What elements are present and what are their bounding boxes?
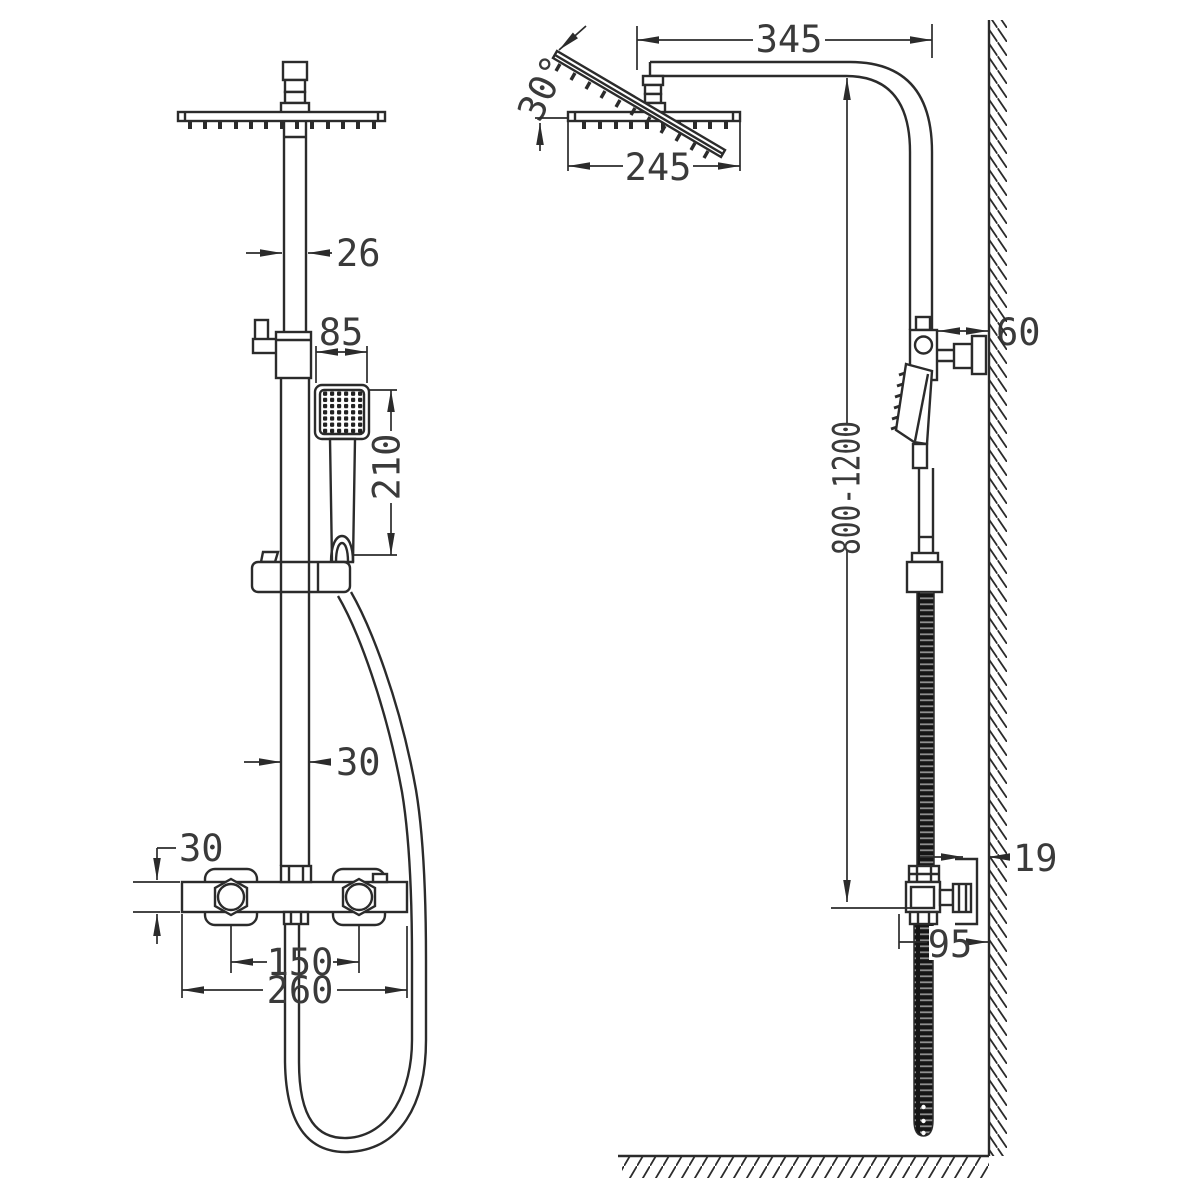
slider-side bbox=[905, 560, 944, 594]
front-hand-shower bbox=[250, 383, 371, 594]
floor-section bbox=[618, 1154, 989, 1178]
handset-spray-face bbox=[322, 391, 364, 434]
wall-elbow-bracket bbox=[955, 857, 979, 926]
side-hose bbox=[913, 591, 935, 1137]
dim-riser-pipe-width: 30 bbox=[244, 741, 381, 784]
bracket-wall-plate bbox=[970, 334, 988, 376]
wall-section bbox=[987, 20, 1007, 1156]
dim-label-245: 245 bbox=[625, 146, 692, 189]
front-overhead-shower bbox=[176, 60, 387, 129]
dim-label-30-valve: 30 bbox=[179, 827, 224, 870]
dim-label-19: 19 bbox=[1013, 837, 1058, 880]
front-valve bbox=[180, 864, 409, 927]
dim-valve-body-height: 30 bbox=[133, 827, 224, 944]
dim-label-85: 85 bbox=[319, 311, 364, 354]
side-dimensions: 345 30° 245 60 bbox=[509, 18, 1057, 966]
dim-head-size: 245 bbox=[535, 112, 741, 189]
dim-label-95: 95 bbox=[928, 923, 973, 966]
dim-label-210: 210 bbox=[366, 434, 409, 501]
dim-inlet-centres: 150 bbox=[230, 926, 360, 984]
front-riser-pipe bbox=[279, 121, 311, 866]
dim-handset-length: 210 bbox=[352, 389, 409, 556]
bracket-tab bbox=[259, 550, 280, 564]
side-valve bbox=[904, 857, 979, 926]
shower-head-plate bbox=[176, 110, 387, 123]
riser-union-nut bbox=[279, 864, 313, 884]
dim-label-260: 260 bbox=[267, 969, 334, 1012]
spray-nozzles bbox=[188, 122, 376, 129]
front-dimensions: 26 85 210 30 bbox=[133, 232, 409, 1012]
slider-bracket bbox=[250, 560, 352, 594]
dim-riser-height-range: 800-1200 bbox=[826, 78, 910, 909]
dim-upper-pipe-width: 26 bbox=[246, 232, 381, 275]
dim-valve-wall-depth: 95 bbox=[898, 914, 988, 966]
side-view: 345 30° 245 60 bbox=[509, 18, 1058, 1137]
dim-label-26: 26 bbox=[336, 232, 381, 275]
temperature-stop-button bbox=[371, 872, 389, 884]
dim-label-800-1200: 800-1200 bbox=[826, 421, 869, 555]
side-overhead-shower bbox=[551, 49, 742, 159]
dim-arm-projection: 345 bbox=[636, 18, 933, 70]
front-view: 26 85 210 30 bbox=[133, 60, 428, 1154]
hose-lower-section bbox=[913, 923, 934, 1137]
swivel-joint-side bbox=[641, 74, 665, 87]
holder-hook bbox=[329, 534, 355, 563]
dim-label-345: 345 bbox=[756, 18, 823, 61]
tilted-head-nozzles bbox=[554, 63, 710, 159]
dim-valve-width: 260 bbox=[181, 914, 408, 1012]
dim-handset-face-width: 85 bbox=[315, 311, 368, 383]
shower-arm bbox=[650, 60, 934, 153]
diverter-assembly bbox=[251, 318, 313, 380]
front-hose bbox=[283, 591, 428, 1154]
dim-label-150: 150 bbox=[267, 941, 334, 984]
hose-outlet-nut bbox=[282, 910, 310, 926]
handset-spray-ticks bbox=[890, 371, 906, 431]
side-hand-shower bbox=[890, 362, 944, 594]
wall-union-nut bbox=[951, 882, 973, 914]
side-arm-and-riser bbox=[648, 60, 934, 330]
dim-label-30-riser: 30 bbox=[336, 741, 381, 784]
bracket-pivot bbox=[913, 335, 934, 355]
diverter-knob bbox=[253, 318, 270, 342]
swivel-joint bbox=[281, 60, 309, 82]
